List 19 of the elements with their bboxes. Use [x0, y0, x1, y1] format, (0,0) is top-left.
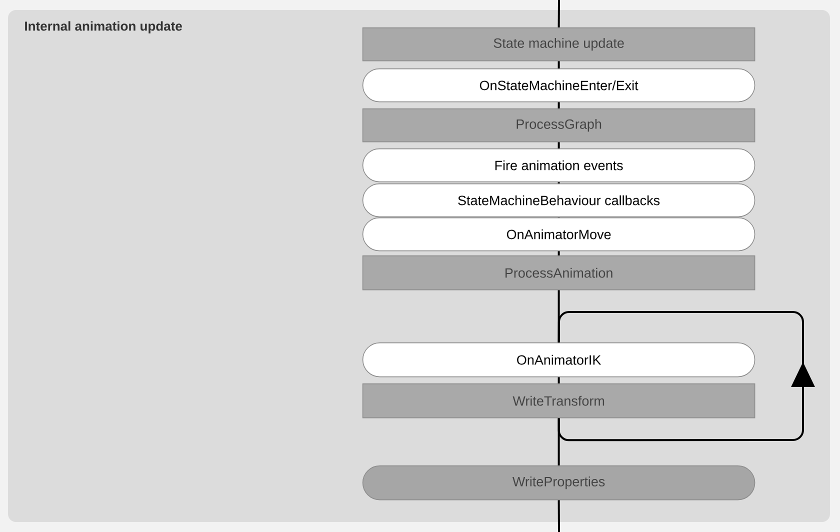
loop-arrow	[558, 311, 815, 442]
callback-box: OnStateMachineEnter/Exit	[362, 68, 756, 102]
connector-line	[558, 142, 560, 148]
connector-line	[558, 500, 560, 532]
connector-line	[558, 182, 560, 184]
connector-line	[558, 61, 560, 68]
callback-box: Fire animation events	[362, 148, 756, 182]
process-box: State machine update	[362, 27, 756, 62]
connector-line	[558, 102, 560, 108]
connector-line	[558, 0, 560, 28]
connector-line	[558, 251, 560, 256]
process-box: WriteTransform	[362, 383, 756, 418]
callback-box: OnAnimatorIK	[362, 342, 756, 378]
process-box: WriteProperties	[362, 465, 756, 500]
callback-box: OnAnimatorMove	[362, 217, 756, 252]
connector-line	[558, 377, 560, 384]
process-box: ProcessAnimation	[362, 255, 756, 290]
callback-box: StateMachineBehaviour callbacks	[362, 183, 756, 218]
process-box: ProcessGraph	[362, 108, 756, 142]
